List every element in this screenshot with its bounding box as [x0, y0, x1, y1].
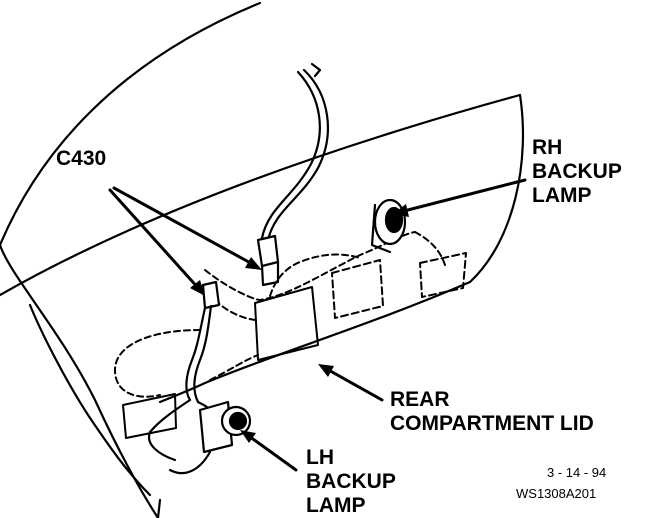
- panel-cutouts: [122, 252, 467, 439]
- lh-backup-lamp: [168, 400, 252, 475]
- lid-label-line-2: COMPARTMENT LID: [390, 412, 594, 435]
- figure-id: WS1308A201: [516, 486, 597, 501]
- rear-compartment-lid-label: REAR COMPARTMENT LID: [390, 388, 594, 436]
- lh-label-line-2: BACKUP: [306, 470, 396, 493]
- lid-outline: [0, 1, 525, 518]
- revision-date: 3 - 14 - 94: [547, 465, 607, 480]
- lid-label-line-1: REAR: [390, 388, 450, 411]
- rh-backup-lamp: [370, 198, 407, 254]
- c430-connector-label: C430: [56, 147, 107, 170]
- leader-arrows: [108, 178, 527, 472]
- wire-harness: [147, 62, 329, 462]
- rh-label-line-3: LAMP: [532, 184, 592, 207]
- rh-label-line-2: BACKUP: [532, 160, 622, 183]
- lh-label-line-1: LH: [306, 446, 334, 469]
- lh-backup-lamp-label: LH BACKUP LAMP: [306, 446, 396, 518]
- rh-backup-lamp-label: RH BACKUP LAMP: [532, 136, 622, 208]
- lh-label-line-3: LAMP: [306, 494, 366, 517]
- rh-label-line-1: RH: [532, 136, 563, 159]
- harness-routing: [114, 231, 446, 398]
